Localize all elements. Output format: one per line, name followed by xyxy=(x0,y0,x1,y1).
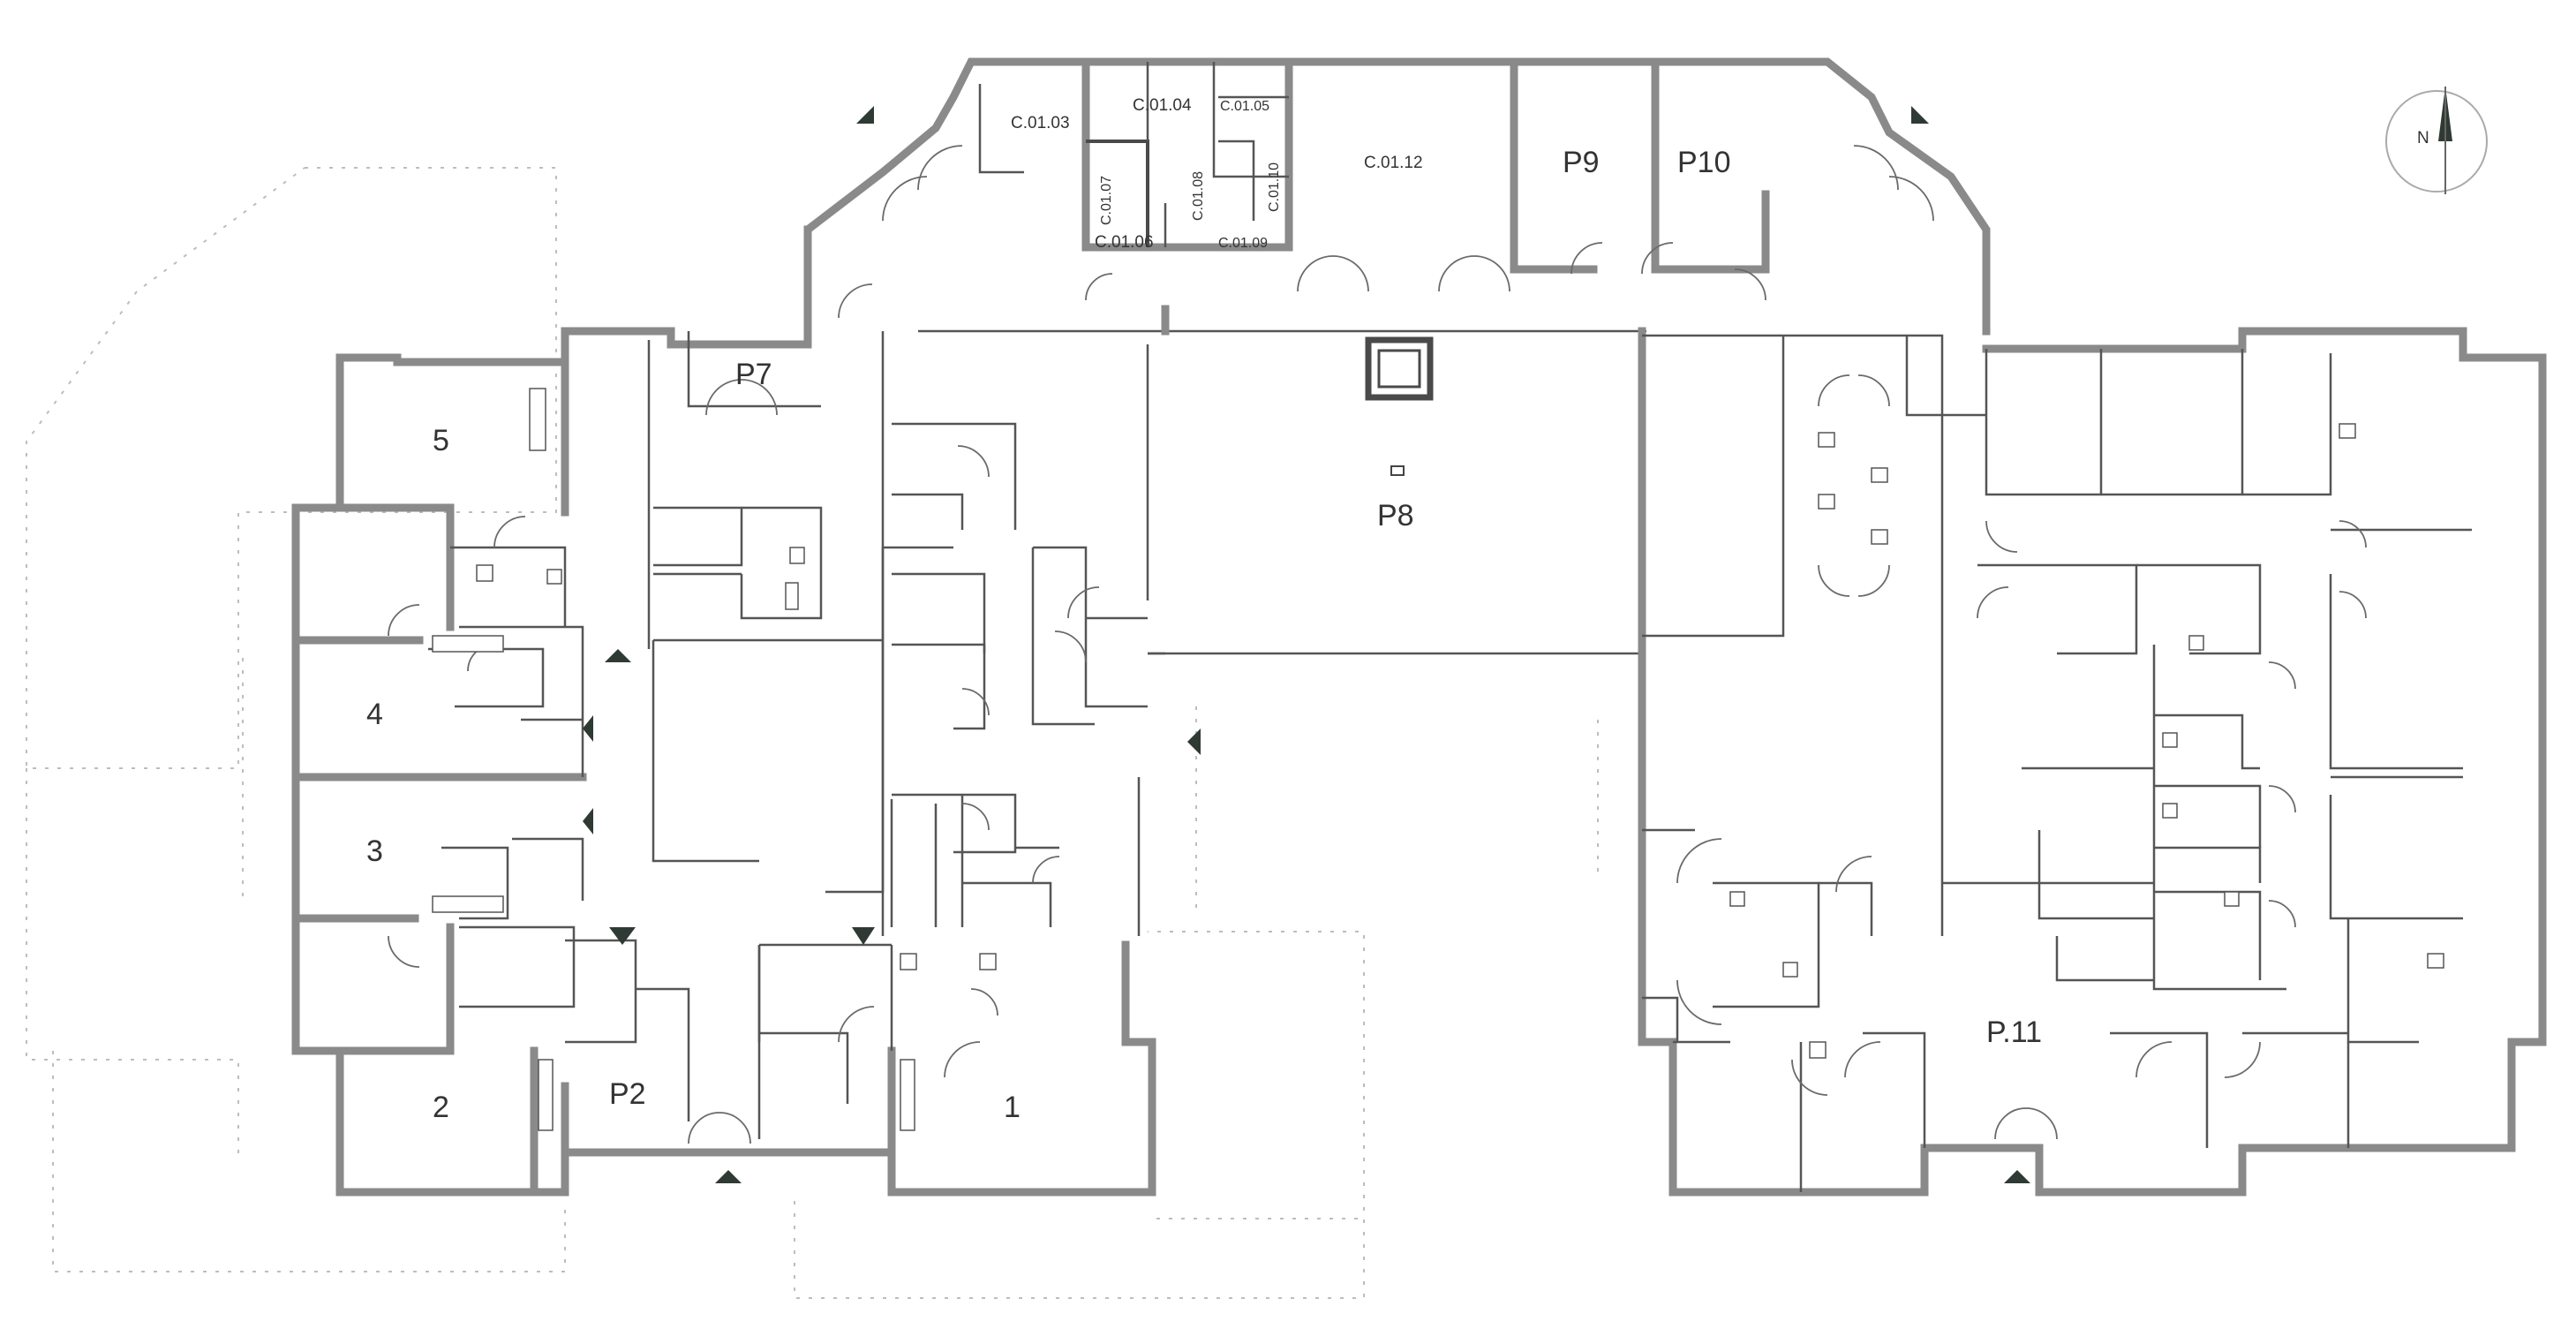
cell-c0105-label: C.01.05 xyxy=(1220,99,1269,114)
entry-arrow-icon xyxy=(856,106,874,124)
room-labels: 1 2 3 4 5 P2 P7 P8 P9 P10 P.11 C.01.03 C… xyxy=(366,96,2042,1124)
unit-2-label: 2 xyxy=(433,1091,449,1124)
left-wing-interior xyxy=(428,331,1165,1139)
entry-arrow-icon xyxy=(609,927,636,945)
cell-c0108-label: C.01.08 xyxy=(1191,171,1206,221)
unit-1-label: 1 xyxy=(1004,1091,1021,1124)
entry-arrow-icon xyxy=(2004,1170,2030,1183)
left-wing xyxy=(291,225,1156,1197)
premises-p11-label: P.11 xyxy=(1986,1016,2042,1049)
unit-3-label: 3 xyxy=(366,834,383,868)
premises-p7-label: P7 xyxy=(735,358,772,391)
premises-p10-label: P10 xyxy=(1677,146,1731,179)
door-swings xyxy=(388,145,2367,1144)
cell-c0103-label: C.01.03 xyxy=(1011,114,1070,132)
core-stair xyxy=(1365,336,1434,476)
entry-arrows xyxy=(583,106,2030,1183)
entry-arrow-icon xyxy=(852,927,875,945)
premises-p8-label: P8 xyxy=(1377,499,1414,532)
unit-4-label: 4 xyxy=(366,698,383,731)
entry-arrow-icon xyxy=(605,649,631,662)
entry-arrow-icon xyxy=(583,715,593,742)
cell-c0107-label: C.01.07 xyxy=(1099,176,1114,225)
compass-north-label: N xyxy=(2417,129,2429,147)
cell-c0109-label: C.01.09 xyxy=(1218,236,1268,251)
cell-c0106-label: C.01.06 xyxy=(1095,233,1154,252)
fixtures xyxy=(432,388,2444,1131)
entry-arrow-icon xyxy=(1187,729,1201,755)
unit-5-label: 5 xyxy=(433,424,449,457)
premises-p9-label: P9 xyxy=(1563,146,1600,179)
cell-c0104-label: C.01.04 xyxy=(1133,96,1192,115)
right-wing xyxy=(1638,327,2547,1197)
cell-c0112-label: C.01.12 xyxy=(1364,154,1423,172)
central-wing xyxy=(803,57,1991,655)
entry-arrow-icon xyxy=(583,808,593,834)
cell-c0110-label: C.01.10 xyxy=(1267,162,1282,212)
compass: N xyxy=(2385,87,2488,194)
entry-arrow-icon xyxy=(1911,106,1929,124)
entry-arrow-icon xyxy=(715,1170,742,1183)
premises-p2-label: P2 xyxy=(609,1077,646,1111)
